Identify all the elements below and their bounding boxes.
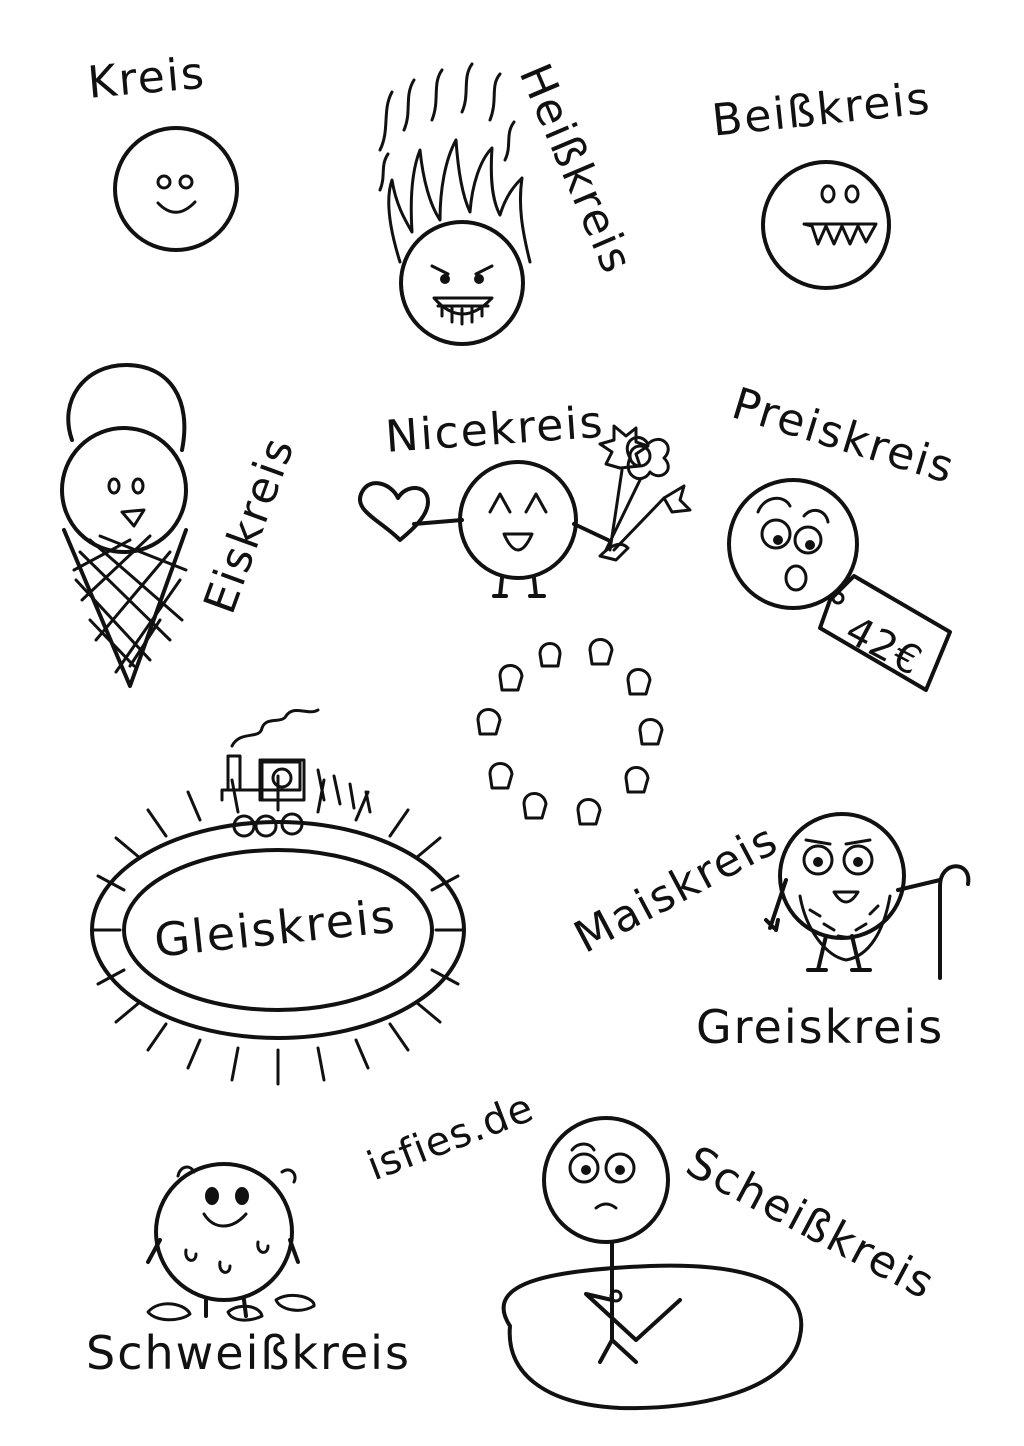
oval-railway-track-with-train-icon	[90, 708, 466, 1086]
ice-cream-cone-icon	[60, 363, 188, 688]
smiling-circle-icon	[113, 126, 239, 252]
circle-sitting-on-poop-icon	[501, 1116, 804, 1411]
ring-of-corn-kernels-icon	[476, 638, 664, 826]
label-greiskreis: Greiskreis	[696, 1000, 945, 1054]
label-schweisskreis: Schweißkreis	[86, 1326, 411, 1380]
label-kreis: Kreis	[85, 47, 208, 109]
circle-with-price-tag-icon	[727, 478, 952, 692]
flaming-circle-icon	[378, 62, 532, 346]
biting-circle-icon	[761, 160, 891, 290]
circle-with-heart-and-flowers-icon	[358, 424, 692, 598]
sweating-circle-icon	[146, 1162, 316, 1322]
old-bearded-circle-with-cane-icon	[764, 812, 971, 980]
